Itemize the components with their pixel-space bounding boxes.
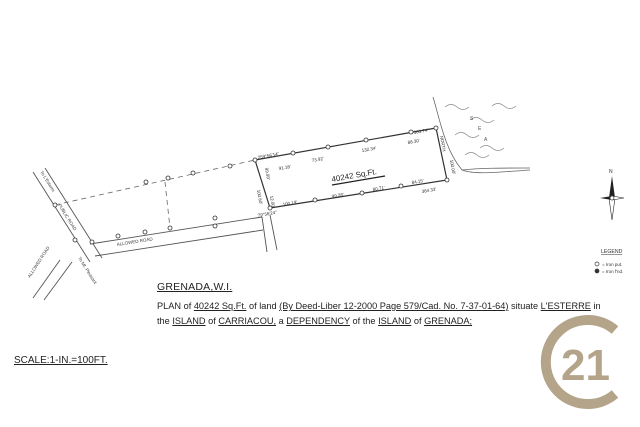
legend-iron-put-icon (594, 261, 600, 267)
dim-right-side: 100.00' (449, 159, 456, 174)
legend-iron-put: = Iron put. (602, 262, 622, 267)
cad-reference: /Cad. No. 7-37-01-64) (419, 301, 509, 311)
legend-iron-fnd-icon (594, 268, 600, 274)
island-word-2: ISLAND (378, 316, 412, 326)
of-word: of (183, 301, 192, 311)
scale-label: SCALE:1-IN.=100FT. (14, 355, 108, 366)
allowed-road (89, 214, 278, 257)
the-word: the (157, 316, 170, 326)
dim-left-side-b: 99.99' (264, 167, 271, 180)
sea-waves (444, 103, 517, 158)
dim-bottom-5: 364.33' (421, 186, 436, 193)
label-allowed-road-lower: ALLOWED ROAD (27, 245, 51, 279)
of-word-2: of (208, 316, 216, 326)
dim-top-5: 363.74' (413, 127, 428, 134)
sea-letter-s: S (470, 116, 474, 122)
north-arrow-icon (600, 176, 625, 221)
area-underline (331, 175, 386, 186)
dim-bottom-2: 99.28' (331, 192, 344, 199)
dim-top-3: 132.34' (361, 145, 376, 152)
dependency: DEPENDENCY (286, 316, 350, 326)
of-land: of land (248, 301, 277, 311)
plan-area: 40242 Sq.Ft. (193, 301, 247, 311)
grenada: GRENADA; (424, 316, 473, 326)
dim-left-side: 100.60' (256, 189, 263, 204)
sea-letter-a: A (484, 137, 488, 143)
coastline (432, 96, 531, 174)
label-to-mt-pleasant: To Mt. Pleasant (77, 256, 98, 286)
plan-description-line-2: the ISLAND of CARRIACOU, a DEPENDENCY of… (157, 316, 472, 326)
dim-top-4: 86.30' (407, 138, 420, 145)
location-title: GRENADA,W.I. (157, 281, 233, 293)
label-public-road: PUBLIC ROAD (57, 203, 78, 232)
dim-top-1: 91.18' (278, 164, 291, 171)
a-word: a (278, 316, 284, 326)
legend-iron-fnd: = Iron f'nd. (602, 269, 623, 274)
dim-bottom-4: 84.15' (411, 178, 424, 185)
in-word: in (593, 301, 601, 311)
century21-logo: 21 (540, 315, 619, 409)
the-word-2: the (362, 316, 376, 326)
plan-word: PLAN (157, 301, 182, 311)
sea-letter-e: E (478, 126, 482, 132)
road-dashed-line (54, 159, 256, 229)
legend-title: LEGEND (601, 249, 623, 255)
plan-description-line-1: PLAN of 40242 Sq.Ft. of land (By Deed-Li… (157, 301, 601, 311)
dim-bottom-3: 80.71' (372, 185, 385, 192)
logo-text: 21 (561, 341, 610, 390)
dim-right-side-b: NORTH (439, 135, 447, 152)
of-word-3: of (352, 316, 361, 326)
dim-road-width: 12.00' (269, 195, 276, 208)
deed-reference: (By Deed-Liber 12-2000 Page 579 (279, 301, 420, 311)
dim-bottom-1: 100.19' (282, 199, 297, 206)
island-word: ISLAND (172, 316, 206, 326)
situate-location: L'ESTERRE (540, 301, 591, 311)
situate-word: situate (511, 301, 539, 311)
of-word-4: of (413, 316, 422, 326)
carriacou: CARRIACOU, (218, 316, 277, 326)
north-label: N (609, 169, 613, 175)
label-allowed-road-upper: ALLOWED ROAD (116, 236, 153, 247)
parcel-boundary (254, 127, 448, 209)
iron-pins (52, 125, 450, 245)
bearing-bottom: 79°56'24" (257, 210, 277, 218)
dim-top-2: 73.92' (311, 156, 324, 163)
bearing-top: 259°56'14" (257, 151, 280, 160)
